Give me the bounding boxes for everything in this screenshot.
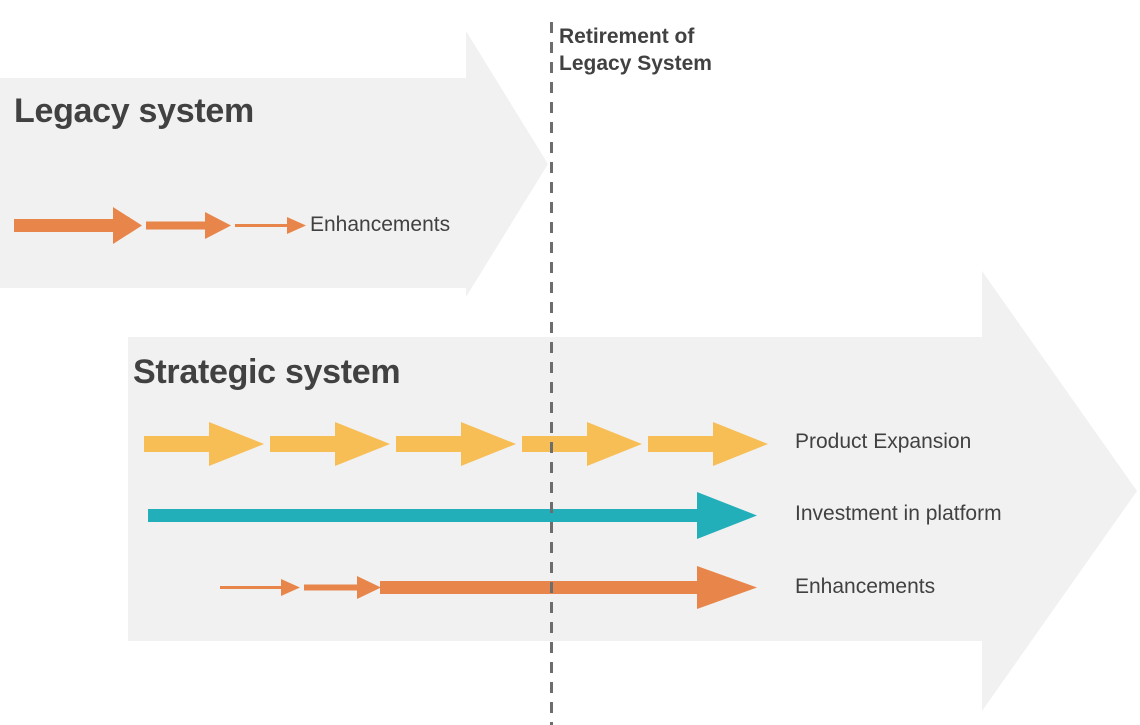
track-segment-thick	[380, 566, 757, 609]
track-label-investment-in-platform: Investment in platform	[795, 502, 1002, 525]
track-segment-medium	[396, 422, 516, 466]
track-label-strategic-enhancements: Enhancements	[795, 575, 936, 598]
track-segment-thick	[14, 207, 142, 244]
strategic-band-shape	[128, 271, 1137, 711]
track-segment-medium	[270, 422, 390, 466]
track-product-expansion	[144, 422, 768, 466]
track-segment-medium	[522, 422, 642, 466]
legacy-band-shape	[0, 31, 548, 297]
legacy-band-title: Legacy system	[14, 92, 254, 130]
track-segment-thick	[148, 492, 757, 539]
track-label-legacy-enhancements: Enhancements	[310, 213, 451, 236]
track-strategic-enhancements	[220, 566, 757, 609]
track-investment-in-platform	[148, 492, 757, 539]
track-segment-medium	[146, 212, 231, 239]
strategic-band-title: Strategic system	[133, 353, 401, 391]
track-label-product-expansion: Product Expansion	[795, 430, 972, 453]
track-segment-medium	[144, 422, 264, 466]
track-segment-medium	[304, 576, 381, 599]
track-segment-thin	[235, 217, 306, 234]
retirement-milestone-label: Retirement of Legacy System	[559, 25, 712, 75]
track-segment-thin	[220, 579, 300, 596]
track-segment-medium	[648, 422, 768, 466]
track-legacy-enhancements	[14, 207, 306, 244]
